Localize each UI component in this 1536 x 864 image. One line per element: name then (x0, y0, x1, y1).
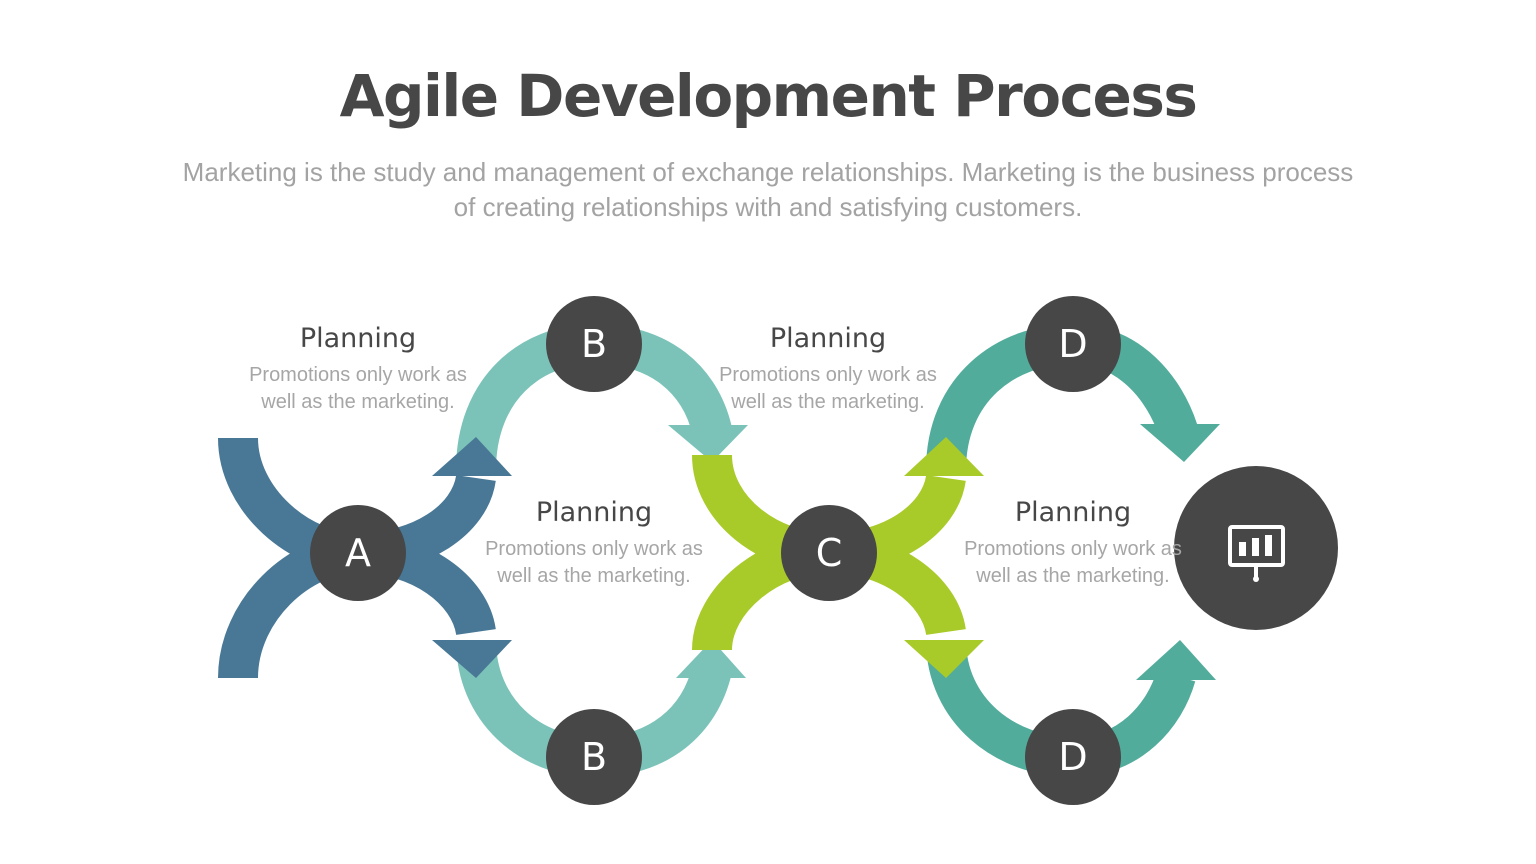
node-b-top-circle (546, 296, 642, 392)
stage-d-arrowhead-down (1140, 424, 1220, 462)
node-b-top-letter: B (580, 322, 608, 366)
label-heading: Planning (535, 497, 653, 528)
node-b-bottom-circle (546, 709, 642, 805)
label-heading: Planning (1014, 497, 1132, 528)
stage-b-arrowhead-down (668, 425, 748, 462)
node-d-bottom-circle (1025, 709, 1121, 805)
stage-a-arrowhead-up (432, 437, 512, 476)
node-c-letter: C (815, 531, 843, 575)
node-d-top-circle (1025, 296, 1121, 392)
label-planning-4: Planning Promotions only work as well as… (963, 496, 1183, 589)
label-text: Promotions only work as well as the mark… (249, 364, 467, 413)
stage-b-arrowhead-up (676, 640, 746, 678)
presentation-chart-icon (1228, 525, 1285, 578)
label-text: Promotions only work as well as the mark… (485, 538, 703, 587)
stage-a-arrowhead-down (432, 640, 512, 678)
stage-c-arrowhead-down (904, 640, 984, 678)
node-d-bottom-letter: D (1058, 735, 1088, 779)
label-planning-3: Planning Promotions only work as well as… (718, 322, 938, 415)
label-planning-2: Planning Promotions only work as well as… (484, 496, 704, 589)
node-d-top-letter: D (1058, 322, 1088, 366)
label-text: Promotions only work as well as the mark… (719, 364, 937, 413)
stage-d-arrowhead-up (1136, 640, 1216, 680)
label-text: Promotions only work as well as the mark… (964, 538, 1182, 587)
page-title: Agile Development Process (339, 62, 1198, 130)
label-heading: Planning (299, 323, 417, 354)
stage-c-arrowhead-up (904, 437, 984, 476)
node-a-letter: A (345, 531, 371, 575)
label-planning-1: Planning Promotions only work as well as… (248, 322, 468, 415)
page-subtitle: Marketing is the study and management of… (182, 157, 1354, 222)
node-b-bottom-letter: B (580, 735, 608, 779)
node-c-circle (781, 505, 877, 601)
node-a-circle (310, 505, 406, 601)
label-heading: Planning (769, 323, 887, 354)
